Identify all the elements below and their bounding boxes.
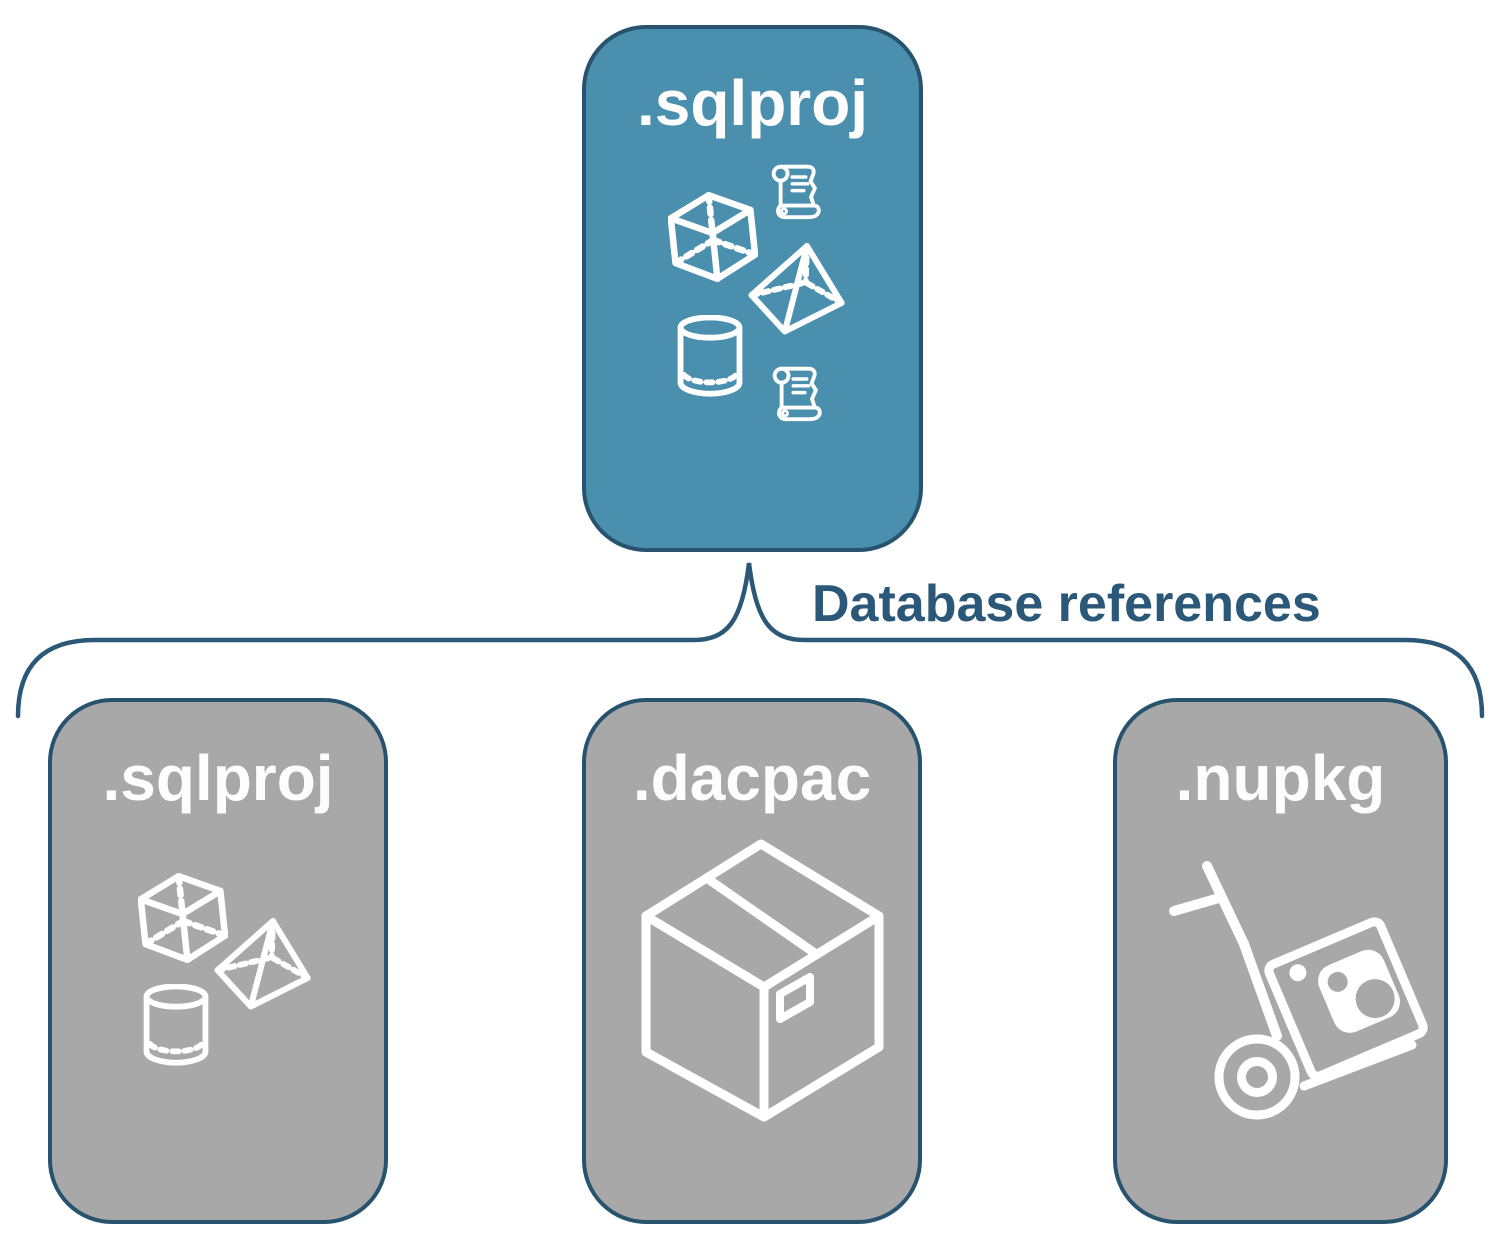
cylinder-icon (677, 315, 743, 397)
node-sqlproj-child: .sqlproj (48, 698, 388, 1224)
node-sqlproj-root: .sqlproj (582, 25, 923, 552)
scroll-icon (772, 366, 822, 422)
node-dacpac: .dacpac (582, 698, 922, 1224)
scroll-icon (771, 164, 821, 220)
package-box-icon (641, 839, 884, 1122)
cylinder-icon (143, 984, 209, 1066)
node-child-title: .sqlproj (102, 742, 334, 814)
hand-truck-package-icon (1169, 861, 1428, 1120)
cube-icon (138, 872, 228, 964)
node-root-title: .sqlproj (636, 67, 869, 139)
node-child-title: .nupkg (1175, 742, 1386, 814)
connector-label: Database references (812, 575, 1321, 633)
pyramid-icon (214, 918, 311, 1010)
node-child-title: .dacpac (632, 742, 872, 814)
cube-icon (668, 191, 758, 283)
node-nupkg: .nupkg (1113, 698, 1448, 1224)
pyramid-icon (748, 243, 845, 335)
